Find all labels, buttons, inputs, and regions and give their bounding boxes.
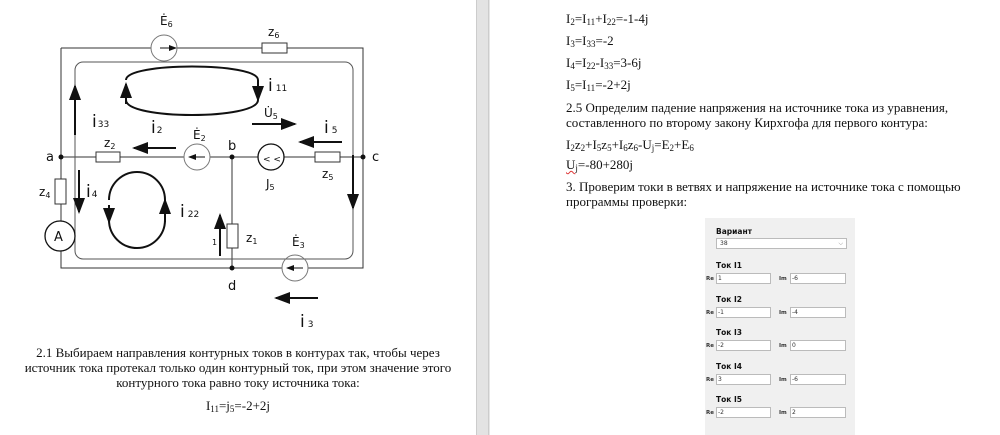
- re-label: Re: [706, 343, 714, 349]
- re-label: Re: [706, 309, 714, 316]
- im-label: Im: [779, 276, 787, 282]
- im-input[interactable]: -6: [790, 373, 846, 385]
- u5-label: U̇5: [264, 106, 278, 121]
- j5-symbol: < <: [263, 155, 281, 165]
- re-label: Re: [706, 410, 714, 416]
- im-input[interactable]: -6: [790, 273, 846, 284]
- im-label: Im: [779, 309, 787, 316]
- equation-i11: I11=j5=-2+2j: [205, 398, 271, 414]
- im-input[interactable]: -4: [790, 306, 846, 318]
- branch-1-label: 1: [212, 238, 217, 247]
- i4-label: i4: [86, 182, 98, 202]
- e3-source-icon: [281, 254, 309, 282]
- j5-label: J5: [265, 177, 275, 192]
- node-d-label: d: [228, 279, 236, 294]
- nodes: [58, 154, 366, 271]
- im-label: Im: [779, 410, 787, 416]
- e6-source-icon: [150, 34, 178, 62]
- re-input[interactable]: -1: [716, 306, 771, 318]
- im-label: Im: [779, 376, 787, 383]
- check-program-form: Вариант 38⌵ Ток I1 Re 1 Im -6 Ток I2 Re …: [705, 218, 855, 435]
- z4-resistor: [54, 178, 67, 205]
- node-b-label: b: [228, 139, 236, 154]
- im-input[interactable]: 2: [790, 407, 846, 418]
- re-input[interactable]: 1: [716, 273, 771, 284]
- re-input[interactable]: -2: [716, 340, 771, 351]
- e2-source-icon: [183, 143, 211, 171]
- current-title: Ток I2: [716, 294, 742, 304]
- current-title: Ток I4: [716, 361, 742, 371]
- variant-label: Вариант: [716, 227, 752, 236]
- ammeter-label: A: [54, 230, 63, 245]
- current-title: Ток I5: [716, 395, 742, 404]
- z2-resistor: [95, 151, 121, 163]
- node-c-label: c: [372, 150, 379, 165]
- j5-current-source-icon: [257, 143, 285, 171]
- z5-resistor: [314, 151, 341, 163]
- chevron-down-icon: ⌵: [838, 240, 843, 247]
- e2-label: Ė2: [193, 127, 206, 143]
- current-title: Ток I3: [716, 328, 742, 337]
- equation-i4: I4=I22-I33=3-6j: [566, 55, 642, 71]
- current-title: Ток I1: [716, 261, 742, 270]
- re-input[interactable]: -2: [716, 407, 771, 418]
- z1-label: z1: [246, 231, 257, 246]
- i33-label: i33: [92, 112, 109, 132]
- variant-select[interactable]: 38⌵: [716, 238, 847, 249]
- node-a-label: a: [46, 150, 54, 165]
- equation-i3: I3=I33=-2: [566, 33, 614, 49]
- paragraph-2-5: 2.5 Определим падение напряжения на исто…: [566, 100, 949, 130]
- ammeter-icon: [44, 220, 76, 252]
- re-label: Re: [706, 276, 714, 282]
- paragraph-3: 3. Проверим токи в ветвях и напряжение н…: [566, 179, 961, 209]
- loop-current-arrows: [69, 65, 359, 304]
- re-label: Re: [706, 376, 714, 383]
- z1-resistor: [226, 223, 239, 249]
- equation-i2: I2=I11+I22=-1-4j: [566, 11, 649, 27]
- z6-resistor: [261, 42, 288, 54]
- z5-label: z5: [322, 167, 333, 182]
- page-gap: [476, 0, 489, 435]
- im-input[interactable]: 0: [790, 340, 846, 351]
- paragraph-2-1: 2.1 Выбираем направления контурных токов…: [24, 345, 452, 390]
- equation-kirchhoff: I2z2+I5z5+I6z6-Uj=E2+E6: [566, 137, 694, 153]
- z6-label: z6: [268, 25, 279, 40]
- equation-i5: I5=I11=-2+2j: [566, 77, 631, 93]
- z2-label: z2: [104, 136, 115, 151]
- e3-label: Ė3: [292, 234, 305, 250]
- e6-label: Ė6: [160, 13, 173, 29]
- i2-label: i2: [151, 118, 162, 138]
- document-page-right: I2=I11+I22=-1-4j I3=I33=-2 I4=I22-I33=3-…: [490, 0, 1000, 435]
- equation-uj: Uj=-80+280j: [566, 157, 634, 173]
- z4-label: z4: [39, 185, 50, 200]
- im-label: Im: [779, 343, 787, 349]
- re-input[interactable]: 3: [716, 373, 771, 385]
